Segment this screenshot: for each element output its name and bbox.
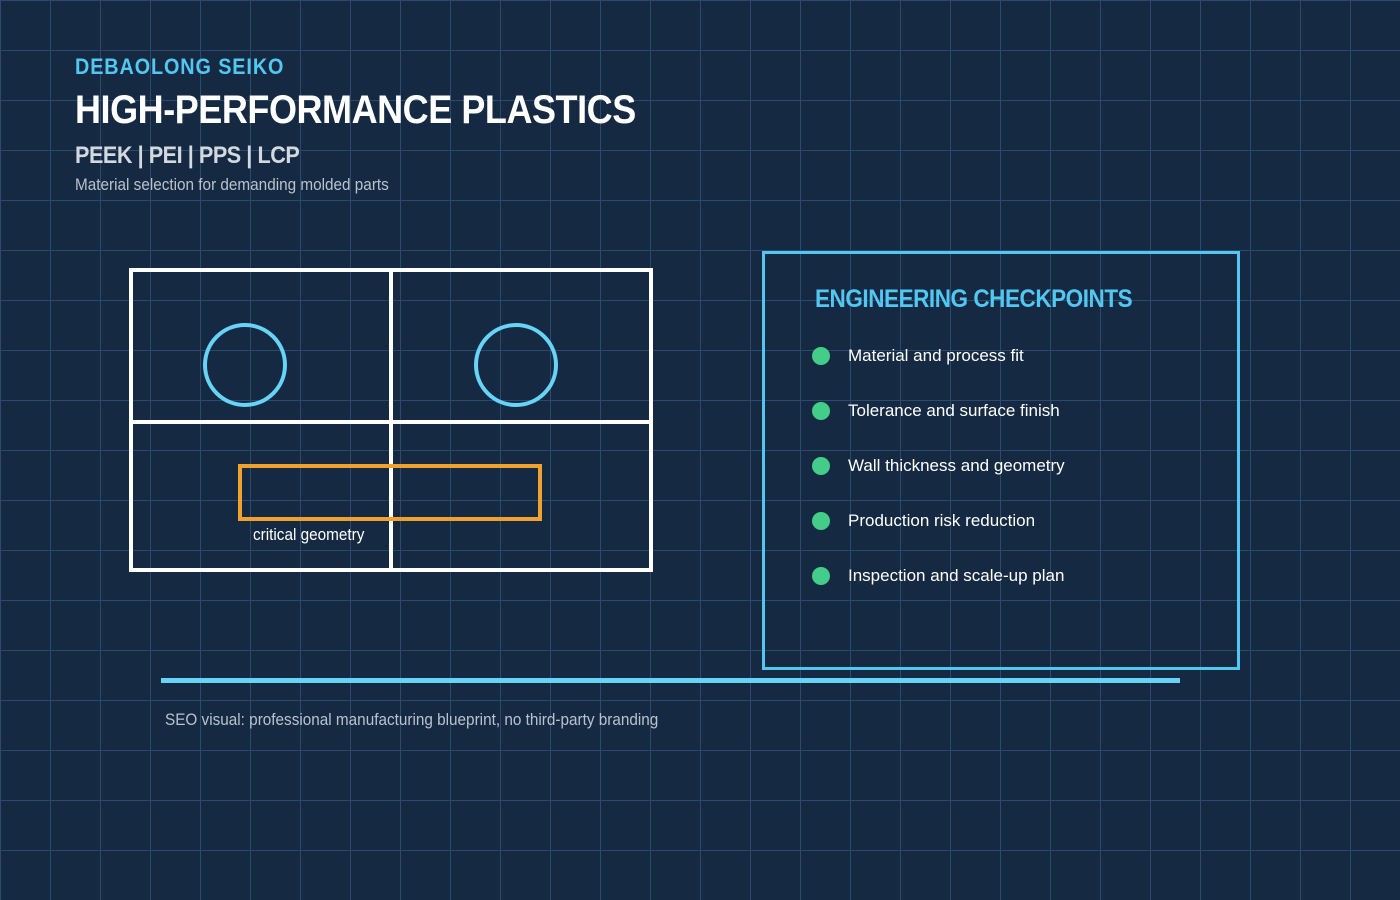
checkpoint-item: Production risk reduction — [765, 493, 1237, 548]
checkpoint-list: Material and process fit Tolerance and s… — [765, 328, 1237, 603]
materials-line: PEEK | PEI | PPS | LCP — [75, 142, 324, 170]
checkpoint-bullet-icon — [812, 566, 830, 585]
brand-text: DEBAOLONG SEIKO — [75, 54, 308, 80]
page-subtitle: Material selection for demanding molded … — [75, 175, 424, 195]
drawing-horizontal-divider — [133, 420, 649, 424]
critical-geometry-label: critical geometry — [253, 525, 365, 544]
checkpoint-label: Tolerance and surface finish — [848, 400, 1060, 420]
page-title: HIGH-PERFORMANCE PLASTICS — [75, 88, 698, 133]
checkpoint-label: Wall thickness and geometry — [848, 455, 1065, 475]
drawing-circle-left — [203, 323, 287, 407]
checkpoint-label: Production risk reduction — [848, 510, 1036, 530]
checkpoint-item: Wall thickness and geometry — [765, 438, 1237, 493]
checkpoint-item: Inspection and scale-up plan — [765, 548, 1237, 603]
technical-drawing: critical geometry — [129, 268, 653, 572]
checkpoint-bullet-icon — [812, 401, 830, 420]
checkpoint-item: Material and process fit — [765, 328, 1237, 383]
checkpoint-label: Material and process fit — [848, 345, 1024, 365]
checkpoint-bullet-icon — [812, 456, 830, 475]
checkpoints-panel: ENGINEERING CHECKPOINTS Material and pro… — [762, 251, 1240, 670]
brand-text-label: DEBAOLONG SEIKO — [75, 54, 285, 79]
page-subtitle-label: Material selection for demanding molded … — [75, 175, 389, 194]
footer-caption: SEO visual: professional manufacturing b… — [165, 710, 659, 729]
checkpoint-bullet-icon — [812, 511, 830, 530]
page-title-label: HIGH-PERFORMANCE PLASTICS — [75, 88, 636, 132]
checkpoint-label: Inspection and scale-up plan — [848, 565, 1065, 585]
checkpoint-item: Tolerance and surface finish — [765, 383, 1237, 438]
divider-line — [161, 678, 1180, 683]
checkpoint-bullet-icon — [812, 346, 830, 365]
critical-geometry-highlight — [238, 464, 542, 521]
checkpoints-title: ENGINEERING CHECKPOINTS — [815, 285, 1133, 313]
drawing-circle-right — [474, 323, 558, 407]
materials-line-label: PEEK | PEI | PPS | LCP — [75, 142, 300, 169]
